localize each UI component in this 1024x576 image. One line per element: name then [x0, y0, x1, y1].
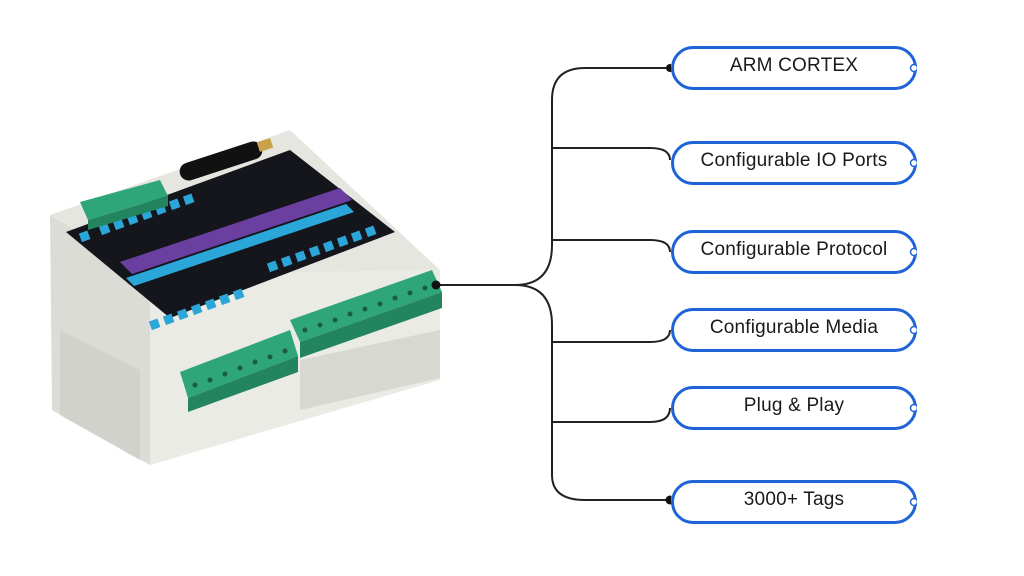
feature-pill-plug-and-play: Plug & Play — [671, 386, 917, 430]
feature-pill-arm-cortex: ARM CORTEX — [671, 46, 917, 90]
rtu-device-image — [50, 130, 442, 465]
feature-label: 3000+ Tags — [743, 489, 845, 510]
feature-pill-configurable-protocol: Configurable Protocol — [671, 230, 917, 274]
feature-label: Configurable IO Ports — [700, 150, 888, 171]
panel-stripe-purple — [120, 188, 352, 274]
connector-origin-dot — [431, 280, 441, 290]
feature-label: Configurable Media — [709, 317, 879, 338]
terminal-block-right — [290, 270, 442, 358]
terminal-labels-left — [148, 288, 245, 331]
feature-label: ARM CORTEX — [729, 55, 859, 76]
connector-branch-4 — [552, 329, 671, 343]
terminal-labels-right — [266, 225, 377, 273]
connector-branch-2 — [552, 147, 671, 161]
feature-label: Plug & Play — [743, 395, 845, 416]
connector-trunk-upper — [436, 67, 670, 286]
feature-pill-configurable-media: Configurable Media — [671, 308, 917, 352]
feature-pill-3000-tags: 3000+ Tags — [671, 480, 917, 524]
connector-trunk-lower — [514, 284, 670, 501]
connector-branch-5 — [552, 407, 671, 423]
feature-label: Configurable Protocol — [700, 239, 888, 260]
connector-branch-3 — [552, 239, 671, 253]
antenna — [179, 138, 274, 181]
feature-pill-configurable-io-ports: Configurable IO Ports — [671, 141, 917, 185]
terminal-block-top — [80, 180, 168, 230]
panel-stripe-blue — [126, 204, 354, 286]
